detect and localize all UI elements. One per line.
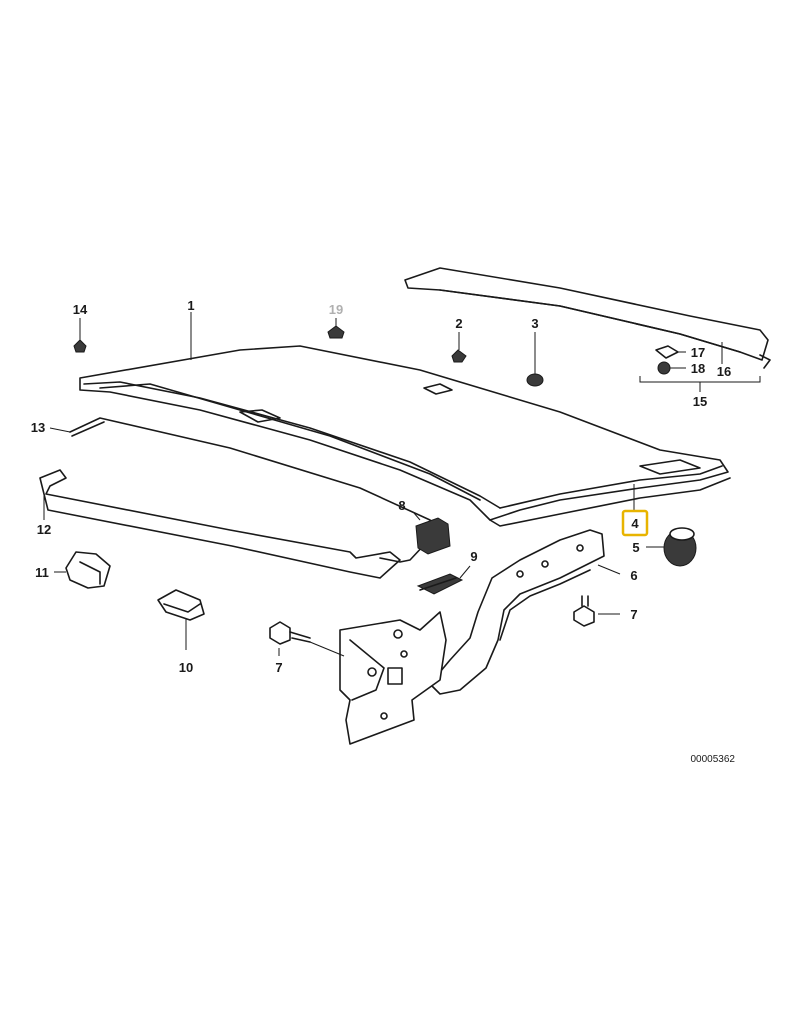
label-part-19[interactable]: 19: [329, 302, 343, 317]
nut-part-18[interactable]: [657, 361, 671, 375]
label-part-6[interactable]: 6: [630, 568, 637, 583]
label-part-4[interactable]: 4: [631, 516, 639, 531]
spoiler-part-16[interactable]: [404, 267, 771, 369]
label-part-14[interactable]: 14: [73, 302, 88, 317]
label-part-7-left[interactable]: 7: [275, 660, 282, 675]
clip-nut-part-10[interactable]: [157, 589, 205, 621]
label-part-13[interactable]: 13: [31, 420, 45, 435]
label-part-9[interactable]: 9: [470, 549, 477, 564]
grommet-part-19[interactable]: [327, 325, 345, 339]
seal-part-13[interactable]: [69, 417, 441, 563]
clip-part-9[interactable]: [416, 573, 464, 595]
label-part-10[interactable]: 10: [179, 660, 193, 675]
label-part-18[interactable]: 18: [691, 361, 705, 376]
label-part-12[interactable]: 12: [37, 522, 51, 537]
label-part-11[interactable]: 11: [35, 565, 49, 580]
grommet-part-2[interactable]: [451, 349, 467, 363]
label-part-1[interactable]: 1: [187, 298, 194, 313]
label-part-2[interactable]: 2: [455, 316, 462, 331]
bolt-part-7-left[interactable]: [269, 621, 311, 645]
cap-part-3[interactable]: [526, 373, 544, 387]
bump-stop-part-8[interactable]: [415, 517, 451, 555]
torsion-rod-part-12[interactable]: [39, 469, 401, 579]
trunk-lid-part-1[interactable]: [79, 345, 731, 527]
label-part-15[interactable]: 15: [693, 394, 707, 409]
highlight-box-part-4: [621, 509, 649, 537]
label-part-17[interactable]: 17: [691, 345, 705, 360]
leader-lines: [43, 312, 761, 657]
grommet-part-14[interactable]: [73, 339, 87, 353]
buffer-part-5[interactable]: [663, 527, 697, 567]
label-part-8[interactable]: 8: [398, 498, 405, 513]
fastener-part-17[interactable]: [655, 345, 679, 359]
diagram-reference-number: 00005362: [691, 754, 736, 765]
bushing-part-11[interactable]: [65, 551, 111, 589]
hinge-bracket[interactable]: [339, 611, 447, 745]
label-part-3[interactable]: 3: [531, 316, 538, 331]
label-part-7-right[interactable]: 7: [630, 607, 637, 622]
label-part-5[interactable]: 5: [632, 540, 639, 555]
hinge-part-6[interactable]: [429, 529, 605, 695]
label-part-16[interactable]: 16: [717, 364, 731, 379]
bolt-part-7-right[interactable]: [573, 595, 595, 627]
